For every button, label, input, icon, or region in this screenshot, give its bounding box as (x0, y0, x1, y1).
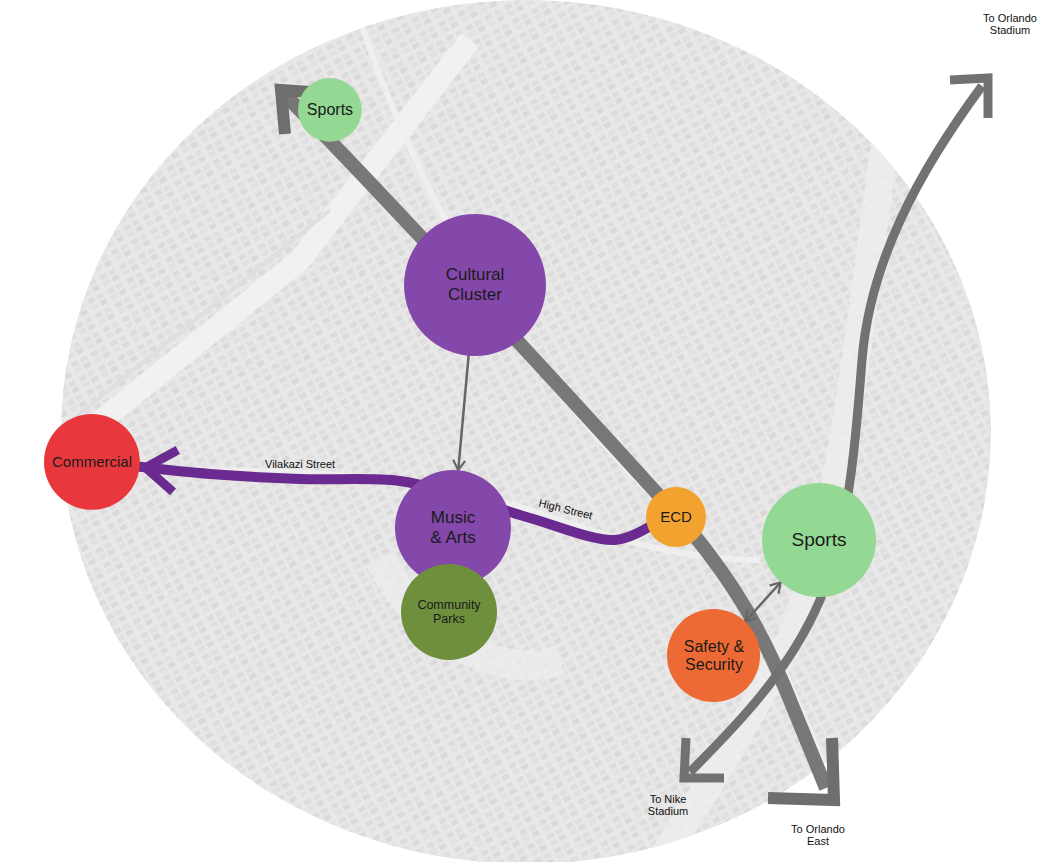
connector-arrow (140, 467, 648, 540)
zone-label: ECD (660, 508, 692, 525)
direction-label: To Nike Stadium (641, 793, 696, 818)
zone-label: Music & Arts (425, 508, 481, 547)
circle-fill (646, 487, 706, 547)
connector-arrow (458, 356, 468, 471)
direction-label: To Orlando Stadium (975, 12, 1045, 37)
circle-fill (404, 214, 546, 356)
map-ground (61, 0, 991, 862)
map-area (40, 0, 991, 862)
zone-circle: Commercial (44, 414, 140, 510)
zone-label: Sports (307, 101, 353, 119)
circle-fill (44, 414, 140, 510)
zone-circle: Safety & Security (667, 609, 760, 702)
circle-fill (762, 483, 876, 597)
zone-circle: Sports (762, 483, 876, 597)
circle-fill (667, 609, 760, 702)
corridor-arrow (286, 96, 826, 788)
zone-label: Cultural Cluster (430, 265, 520, 304)
street-label: Vilakazi Street (265, 458, 335, 471)
zone-label: Safety & Security (679, 638, 749, 675)
circle-fill (401, 564, 497, 660)
direction-label: To Orlando East (786, 823, 851, 848)
zone-label: Community Parks (414, 598, 484, 627)
route-arrowhead (950, 78, 988, 118)
zone-circle: Sports (298, 78, 362, 142)
zone-circle: Community Parks (401, 564, 497, 660)
connector-arrow (745, 582, 781, 621)
circle-fill (298, 78, 362, 142)
zone-label: Commercial (52, 453, 132, 470)
zone-circle: ECD (646, 487, 706, 547)
zone-label: Sports (792, 529, 847, 551)
map-wash (61, 0, 991, 862)
corridor-arrowhead (768, 738, 834, 800)
route-arrowhead (684, 738, 724, 778)
zone-circle: Cultural Cluster (404, 214, 546, 356)
